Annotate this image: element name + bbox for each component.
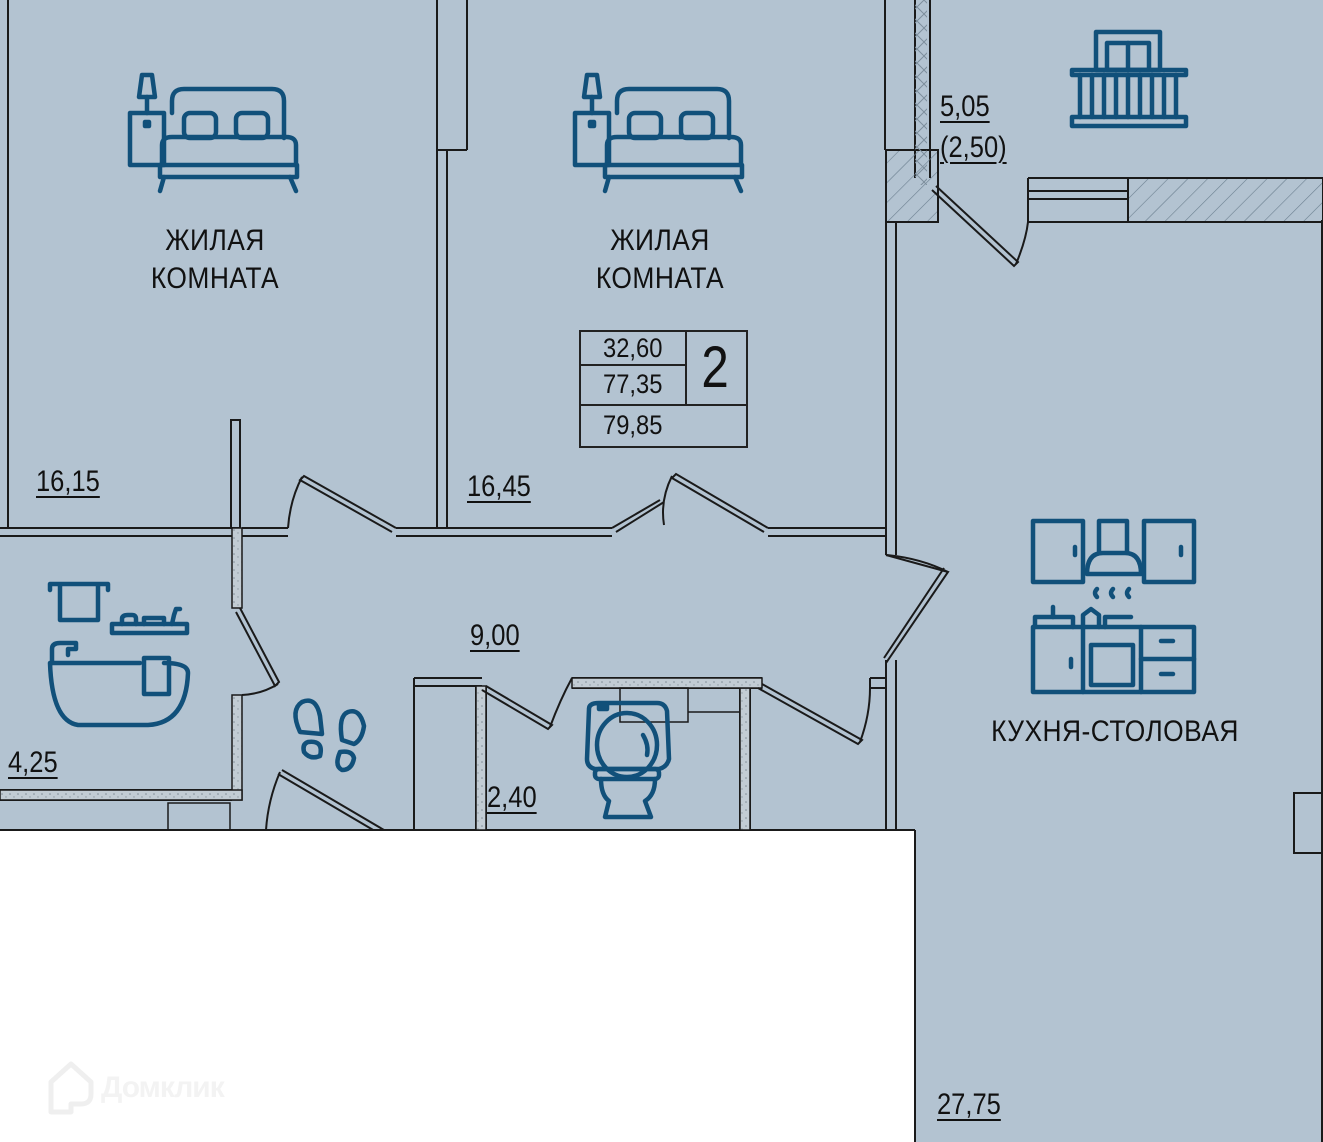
balcony-icon bbox=[1069, 29, 1189, 129]
area-balcony-reduced: (2,50) bbox=[940, 131, 1007, 164]
total-with-balcony-value: 79,85 bbox=[603, 410, 663, 440]
area-hallway: 9,00 bbox=[470, 619, 520, 652]
toilet-icon bbox=[584, 700, 672, 820]
area-summary-table: 32,60 77,35 79,85 2 bbox=[579, 330, 748, 448]
room-name-bedroom-2: ЖИЛАЯ КОМНАТА bbox=[572, 222, 748, 298]
room-name-line: ЖИЛАЯ bbox=[610, 224, 710, 257]
blank-region bbox=[0, 831, 914, 1142]
wall-hatch bbox=[1127, 177, 1323, 223]
room-name-line: ЖИЛАЯ bbox=[165, 224, 265, 257]
room-name-line: КОМНАТА bbox=[595, 262, 725, 295]
watermark-text: Домклик bbox=[101, 1071, 225, 1104]
room-name-line: КОМНАТА bbox=[150, 262, 280, 295]
bed-icon bbox=[127, 72, 300, 194]
living-area-value: 32,60 bbox=[603, 333, 663, 363]
house-logo-icon bbox=[48, 1061, 94, 1115]
wall-hatch bbox=[885, 149, 939, 223]
room-count: 2 bbox=[701, 335, 729, 400]
bathtub-icon bbox=[47, 581, 191, 728]
footprints-icon bbox=[293, 698, 367, 773]
wall-xhatch bbox=[915, 0, 927, 185]
area-bathroom: 4,25 bbox=[8, 746, 58, 779]
area-toilet: 2,40 bbox=[487, 781, 537, 814]
kitchen-icon bbox=[1030, 518, 1197, 695]
area-balcony: 5,05 bbox=[940, 90, 990, 123]
bed-icon bbox=[572, 72, 745, 194]
area-bedroom-1: 16,15 bbox=[36, 465, 100, 498]
total-area-value: 77,35 bbox=[603, 369, 663, 399]
watermark: Домклик bbox=[45, 1060, 225, 1116]
area-kitchen: 27,75 bbox=[937, 1088, 1001, 1121]
area-bedroom-2: 16,45 bbox=[467, 470, 531, 503]
room-name-kitchen: КУХНЯ-СТОЛОВАЯ bbox=[991, 715, 1239, 748]
room-name-bedroom-1: ЖИЛАЯ КОМНАТА bbox=[127, 222, 303, 298]
